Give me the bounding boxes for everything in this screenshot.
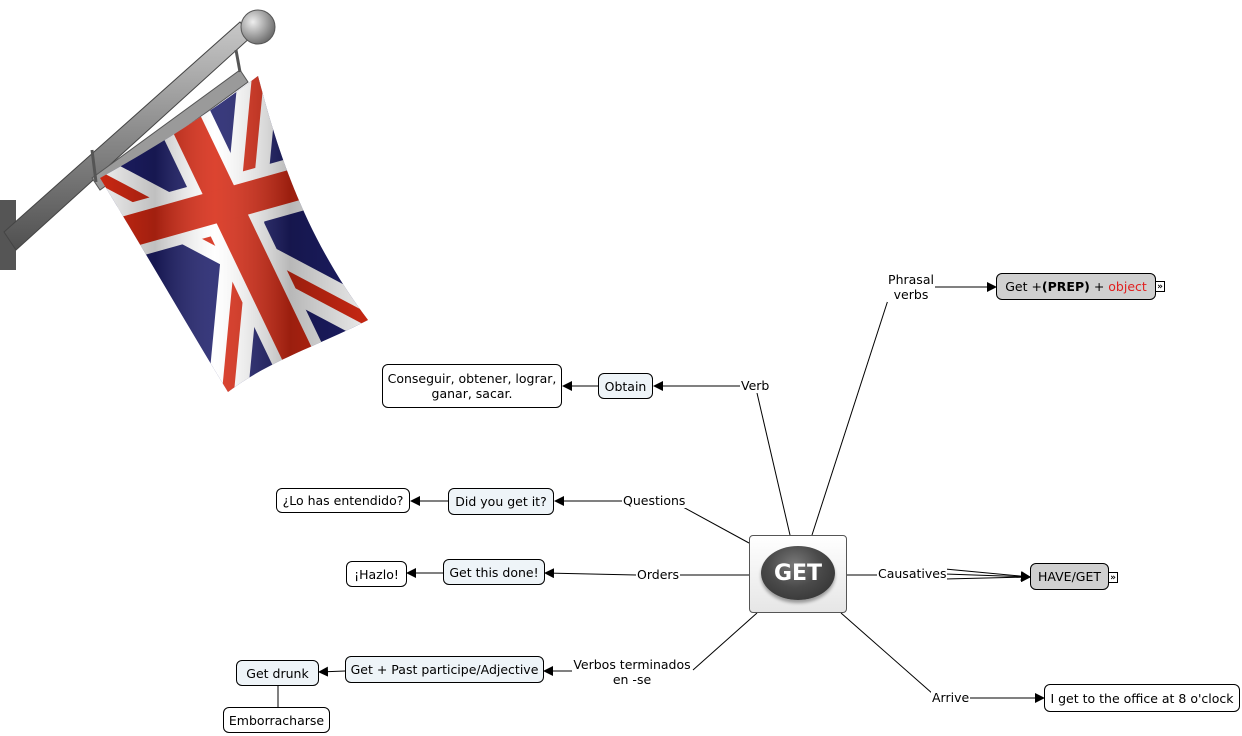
- link-phrasal-verbs: Phrasal verbs: [887, 272, 935, 302]
- get-logo-text: GET: [773, 560, 823, 586]
- node-get-drunk-text: Get drunk: [246, 665, 309, 681]
- node-get-past-participle-text: Get + Past participe/Adjective: [350, 662, 539, 677]
- node-phrasal-get[interactable]: Get + (PREP) + object: [996, 273, 1156, 300]
- node-office[interactable]: I get to the office at 8 o'clock: [1044, 684, 1240, 712]
- node-obtain[interactable]: Obtain: [598, 373, 653, 399]
- expand-icon[interactable]: »: [1155, 281, 1165, 292]
- node-phrasal-get-a: Get +: [1005, 279, 1042, 294]
- node-lo-has-entendido-text: ¿Lo has entendido?: [282, 493, 404, 508]
- node-obtain-text: Obtain: [604, 378, 647, 394]
- link-verbos-terminados: Verbos terminados en -se: [572, 657, 692, 687]
- uk-flag-icon: [0, 9, 368, 392]
- node-did-you-get-it[interactable]: Did you get it?: [448, 488, 554, 515]
- node-get-this-done[interactable]: Get this done!: [443, 559, 545, 585]
- get-center-node[interactable]: GET: [749, 535, 847, 613]
- node-get-drunk[interactable]: Get drunk: [236, 660, 319, 686]
- node-emborracharse-text: Emborracharse: [228, 712, 325, 728]
- node-obtain-translation-text: Conseguir, obtener, lograr, ganar, sacar…: [387, 371, 557, 401]
- node-lo-has-entendido[interactable]: ¿Lo has entendido?: [276, 488, 410, 513]
- node-get-past-participle[interactable]: Get + Past participe/Adjective: [345, 656, 544, 683]
- node-emborracharse[interactable]: Emborracharse: [223, 707, 330, 733]
- expand-icon[interactable]: »: [1108, 572, 1118, 583]
- node-hazlo-text: ¡Hazlo!: [354, 566, 399, 582]
- link-arrive: Arrive: [931, 690, 971, 705]
- node-have-get-text: HAVE/GET: [1037, 569, 1102, 584]
- node-phrasal-get-c: +: [1089, 279, 1109, 294]
- get-logo-icon: GET: [761, 546, 835, 600]
- link-verb: Verb: [740, 378, 771, 393]
- node-did-you-get-it-text: Did you get it?: [455, 494, 547, 509]
- node-office-text: I get to the office at 8 o'clock: [1050, 690, 1234, 706]
- node-get-this-done-text: Get this done!: [449, 564, 539, 580]
- node-have-get[interactable]: HAVE/GET: [1030, 563, 1109, 590]
- link-questions: Questions: [622, 493, 687, 508]
- node-hazlo[interactable]: ¡Hazlo!: [346, 561, 407, 587]
- link-causatives: Causatives: [877, 566, 948, 581]
- node-phrasal-get-b: (PREP): [1041, 279, 1090, 294]
- node-phrasal-get-d: object: [1108, 279, 1147, 294]
- node-obtain-translation[interactable]: Conseguir, obtener, lograr, ganar, sacar…: [382, 364, 562, 408]
- link-orders: Orders: [636, 567, 681, 582]
